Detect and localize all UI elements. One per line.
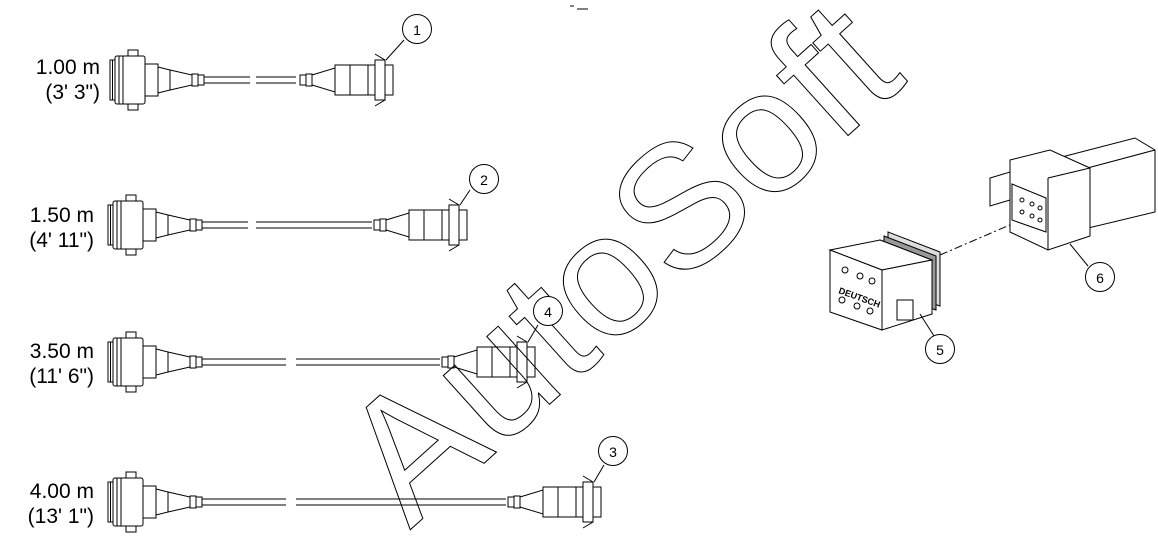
cable-4-length-metric: 4.00 m	[29, 480, 94, 503]
cable-4	[107, 464, 605, 533]
top-mark	[570, 5, 588, 10]
callout-5: 5	[925, 334, 955, 364]
callout-3: 3	[598, 436, 628, 466]
cable-1-length-imperial: (3' 3")	[45, 81, 100, 104]
cable-1-length-metric: 1.00 m	[35, 56, 100, 79]
cable-1-length: 1.00 m (3' 3")	[10, 55, 100, 105]
callout-1: 1	[402, 14, 432, 44]
cable-3-length: 3.50 m (11' 6")	[4, 339, 94, 389]
cable-3	[107, 324, 539, 393]
cable-2-length: 1.50 m (4' 11")	[4, 203, 94, 253]
callout-4: 4	[533, 296, 563, 326]
cable-2-length-imperial: (4' 11")	[29, 229, 94, 252]
cable-2	[107, 189, 471, 256]
cable-3-length-imperial: (11' 6")	[29, 365, 94, 388]
cable-1	[109, 39, 405, 111]
cable-4-length-imperial: (13' 1")	[27, 505, 94, 528]
callout-2: 2	[469, 164, 499, 194]
receptacle-connector: DEUTSCH	[828, 231, 941, 337]
alignment-line	[939, 211, 1041, 256]
cable-4-length: 4.00 m (13' 1")	[4, 479, 94, 529]
cable-2-length-metric: 1.50 m	[29, 204, 94, 227]
cable-3-length-metric: 3.50 m	[29, 340, 94, 363]
plug-connector	[989, 137, 1156, 267]
callout-6: 6	[1085, 262, 1115, 292]
